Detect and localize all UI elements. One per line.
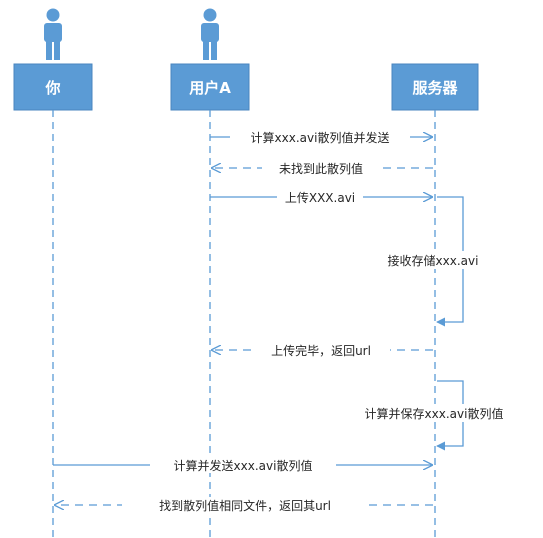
message-label: 上传XXX.avi: [285, 190, 355, 205]
person-icon: [201, 8, 219, 60]
person-icon: [44, 8, 62, 60]
actor-box: 用户A: [170, 63, 250, 111]
actor-box: 服务器: [391, 63, 479, 111]
actor-name: 你: [44, 79, 60, 97]
actor-name: 服务器: [412, 79, 458, 97]
actor-server: 服务器: [391, 63, 479, 538]
message-you-compute-send-hash: 计算并发送xxx.avi散列值: [53, 457, 432, 473]
message-label: 未找到此散列值: [279, 161, 363, 176]
actor-name: 用户A: [189, 79, 231, 97]
message-label: 接收存储xxx.avi: [388, 253, 479, 268]
message-label: 计算xxx.avi散列值并发送: [251, 130, 390, 145]
message-hash-not-found: 未找到此散列值: [212, 160, 433, 176]
message-receive-store: 接收存储xxx.avi: [372, 196, 494, 327]
actor-box: 你: [13, 63, 93, 111]
message-found-return-url: 找到散列值相同文件，返回其url: [55, 497, 433, 513]
message-compute-save-hash: 计算并保存xxx.avi散列值: [340, 380, 528, 451]
message-compute-hash-send: 计算xxx.avi散列值并发送: [210, 129, 432, 145]
message-upload-file: 上传XXX.avi: [210, 189, 432, 205]
message-label: 计算并发送xxx.avi散列值: [174, 458, 313, 473]
message-label: 上传完毕，返回url: [271, 343, 371, 358]
actor-user-a: 用户A: [170, 8, 250, 538]
message-upload-done-return-url: 上传完毕，返回url: [212, 342, 433, 358]
actor-you: 你: [13, 8, 93, 538]
message-label: 计算并保存xxx.avi散列值: [365, 406, 504, 421]
message-label: 找到散列值相同文件，返回其url: [159, 498, 331, 513]
